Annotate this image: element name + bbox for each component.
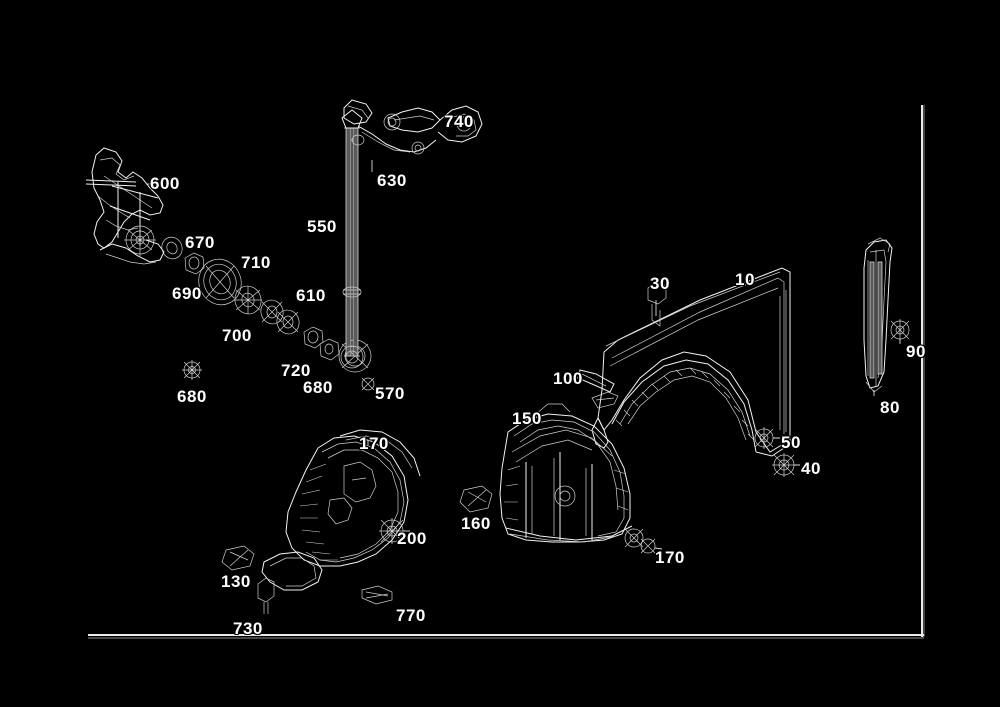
strut-eye-bottom [340, 345, 364, 369]
screw-770 [361, 585, 393, 605]
front-fender-panel [577, 267, 800, 477]
fastener-570-small [361, 377, 375, 391]
cluster-610 [260, 299, 300, 335]
fastener-40 [772, 453, 796, 477]
headlamp-bracket-assembly [85, 147, 165, 265]
clip-130 [221, 545, 255, 571]
callout-label-90[interactable]: 90 [906, 342, 926, 361]
fender-bracket-30 [647, 281, 667, 327]
callout-label-630[interactable]: 630 [377, 171, 407, 190]
callout-label-40[interactable]: 40 [801, 459, 821, 478]
callout-label-680[interactable]: 680 [303, 378, 333, 397]
clip-160 [459, 485, 493, 513]
pin-730 [257, 577, 275, 614]
callout-label-710[interactable]: 710 [241, 253, 271, 272]
callout-label-30[interactable]: 30 [650, 274, 670, 293]
callout-label-740[interactable]: 740 [444, 112, 474, 131]
callout-label-770[interactable]: 770 [396, 606, 426, 625]
callout-label-160[interactable]: 160 [461, 514, 491, 533]
callout-label-570[interactable]: 570 [375, 384, 405, 403]
callout-label-680[interactable]: 680 [177, 387, 207, 406]
callout-label-690[interactable]: 690 [172, 284, 202, 303]
grommet-170 [624, 528, 656, 554]
support-strut-550 [340, 109, 364, 369]
nut-690 [184, 252, 205, 275]
callout-label-100[interactable]: 100 [553, 369, 583, 388]
bushing-mid [342, 286, 362, 298]
side-trim-rail [863, 237, 910, 396]
bearing-710 [198, 258, 242, 306]
front-wheel-housing-liner [221, 429, 421, 614]
fastener-50 [754, 427, 774, 449]
fastener-680-left [182, 360, 202, 380]
callout-label-720[interactable]: 720 [281, 361, 311, 380]
callout-label-170[interactable]: 170 [655, 548, 685, 567]
callout-label-50[interactable]: 50 [781, 433, 801, 452]
gear-700 [234, 285, 262, 315]
callout-label-550[interactable]: 550 [307, 217, 337, 236]
rear-wheel-housing-liner [459, 391, 663, 554]
callout-label-10[interactable]: 10 [735, 270, 755, 289]
callout-label-600[interactable]: 600 [150, 174, 180, 193]
washer-670 [161, 236, 183, 260]
fastener-90 [890, 319, 910, 341]
callout-label-150[interactable]: 150 [512, 409, 542, 428]
frame-rules [88, 105, 925, 639]
nut-680 [319, 338, 340, 361]
hinge-and-linkage-assembly [343, 99, 483, 172]
callout-label-200[interactable]: 200 [397, 529, 427, 548]
fastener-chain [161, 236, 375, 391]
callout-label-80[interactable]: 80 [880, 398, 900, 417]
callout-label-130[interactable]: 130 [221, 572, 251, 591]
callout-label-670[interactable]: 670 [185, 233, 215, 252]
callout-label-730[interactable]: 730 [233, 619, 263, 638]
callout-label-610[interactable]: 610 [296, 286, 326, 305]
callout-label-700[interactable]: 700 [222, 326, 252, 345]
callout-label-170[interactable]: 170 [359, 434, 389, 453]
fender-strip-100 [577, 369, 615, 393]
